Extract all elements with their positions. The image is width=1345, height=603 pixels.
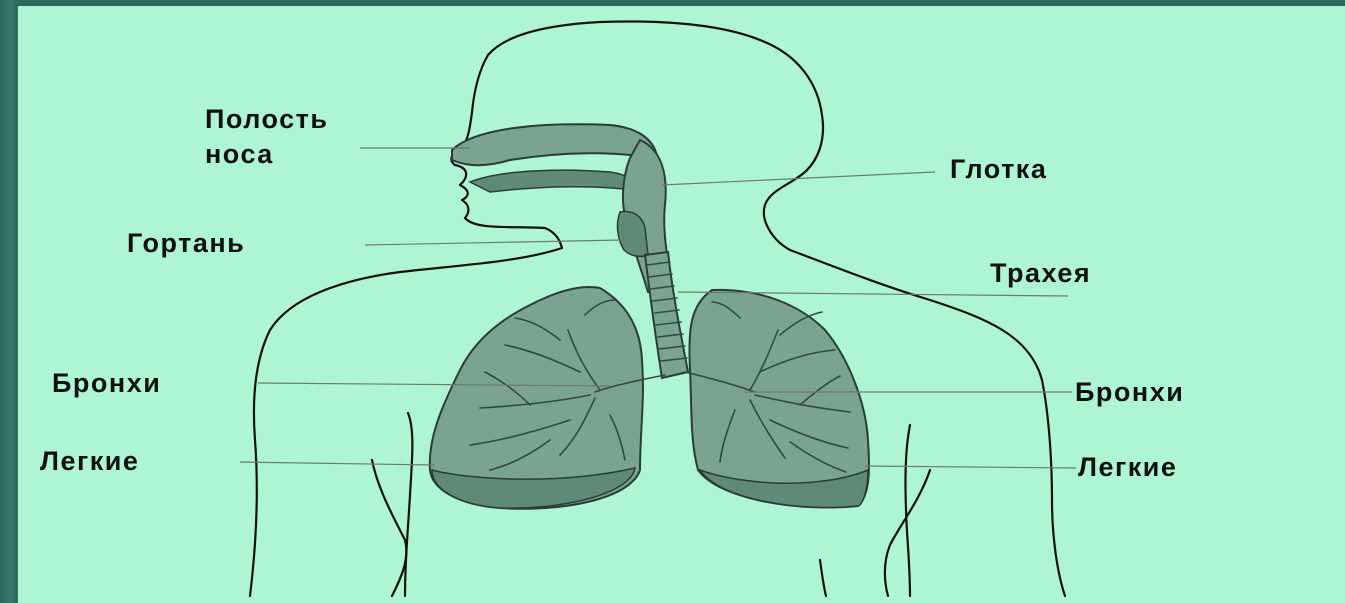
- diagram-panel: Полость носа Глотка Гортань Трахея Бронх…: [18, 6, 1345, 603]
- label-lungs-left: Легкие: [40, 446, 139, 476]
- nasal-cavity-shape: [452, 124, 658, 165]
- pharynx-leader: [662, 172, 935, 185]
- label-larynx: Гортань: [127, 228, 245, 258]
- label-nasal-cavity-line1: Полость: [205, 104, 329, 134]
- left-hand-line: [372, 460, 406, 596]
- label-bronchi-left: Бронхи: [52, 368, 161, 398]
- label-trachea: Трахея: [990, 258, 1091, 288]
- lungs-right-leader: [865, 466, 1076, 468]
- oral-cavity-shape: [470, 170, 645, 192]
- respiratory-system-diagram: Полость носа Глотка Гортань Трахея Бронх…: [18, 6, 1345, 603]
- lungs-left-leader: [240, 462, 435, 465]
- label-pharynx: Глотка: [950, 154, 1047, 184]
- left-arm-line: [405, 413, 412, 596]
- label-lungs-right: Легкие: [1078, 452, 1177, 482]
- belly-line: [820, 560, 826, 596]
- label-nasal-cavity-line2: носа: [205, 139, 274, 169]
- larynx-leader: [365, 240, 622, 245]
- label-bronchi-right: Бронхи: [1075, 377, 1184, 407]
